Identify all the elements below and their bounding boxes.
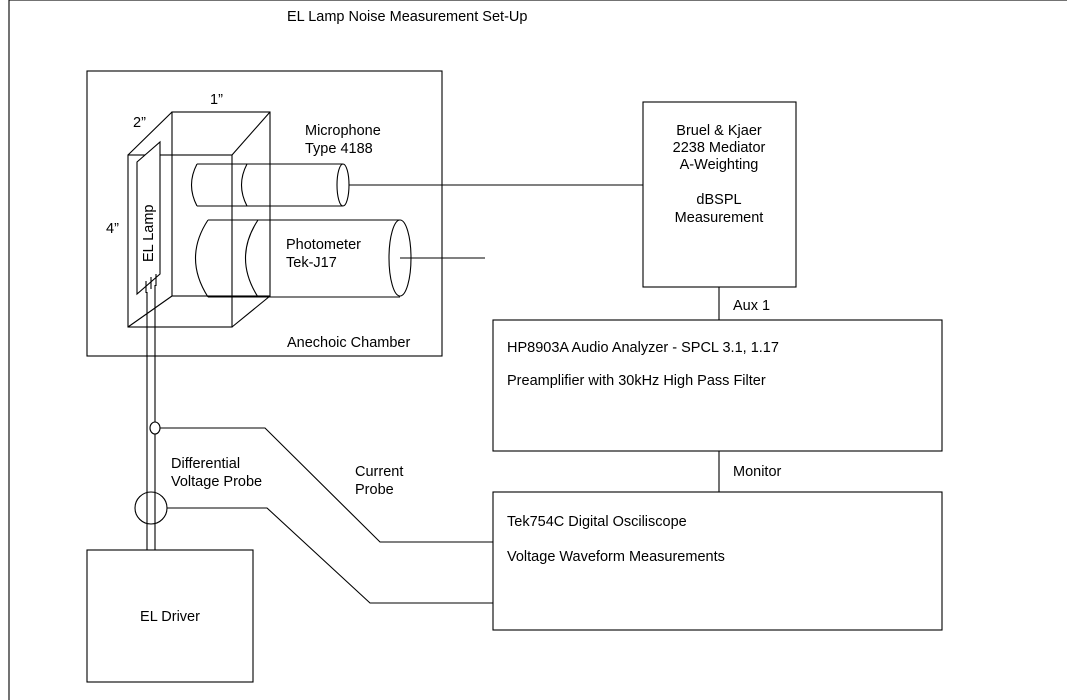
microphone-label-line1: Microphone (305, 123, 381, 139)
sound-meter-line2: 2238 Mediator (673, 140, 766, 156)
oscilloscope-rect (492, 491, 943, 631)
oscilloscope-line2: Voltage Waveform Measurements (507, 549, 725, 565)
audio-analyzer-line2: Preamplifier with 30kHz High Pass Filter (507, 373, 766, 389)
photometer-mid-arc (244, 219, 259, 298)
cube-edge (127, 295, 173, 328)
audio-analyzer-rect (492, 319, 943, 452)
lamp-label: EL Lamp (141, 205, 157, 263)
chamber-box (86, 70, 443, 357)
sound-meter-line5: Measurement (675, 210, 764, 226)
el-lamp-panel: EL Lamp (136, 140, 161, 296)
voltage-probe-label-line1: Differential (171, 456, 240, 472)
monitor-label: Monitor (733, 464, 782, 480)
diagram-title: EL Lamp Noise Measurement Set-Up (287, 9, 527, 25)
current-probe-label-line1: Current (355, 464, 403, 480)
current-probe-cable (160, 427, 493, 543)
el-driver-label: EL Driver (140, 609, 200, 625)
dimension-depth-label: 2” (133, 115, 146, 131)
lamp-enclosure-cube (127, 111, 271, 328)
oscilloscope-line1: Tek754C Digital Osciliscope (507, 514, 687, 530)
el-driver-box: EL Driver (86, 549, 254, 683)
dimension-width-label: 1” (210, 92, 223, 108)
photometer-back-arc (194, 219, 209, 298)
cube-edge (231, 295, 271, 328)
cube-edge (127, 111, 173, 156)
photometer-label-line1: Photometer (286, 237, 361, 253)
diagram-frame (8, 0, 1067, 700)
current-probe (149, 421, 493, 543)
audio-analyzer-line1: HP8903A Audio Analyzer - SPCL 3.1, 1.17 (507, 340, 779, 356)
sound-meter-line1: Bruel & Kjaer (676, 123, 762, 139)
voltage-probe (134, 491, 493, 604)
lamp-panel-shape (136, 140, 161, 296)
mic-front-ellipse (336, 163, 350, 207)
oscilloscope-box: Tek754C Digital Osciliscope Voltage Wave… (492, 491, 943, 631)
photometer-label-line2: Tek-J17 (286, 255, 337, 271)
chamber-label: Anechoic Chamber (287, 335, 410, 351)
el-driver-rect (86, 549, 254, 683)
current-probe-label-line2: Probe (355, 482, 394, 498)
voltage-probe-ring (134, 491, 168, 525)
audio-analyzer-box: HP8903A Audio Analyzer - SPCL 3.1, 1.17 … (492, 319, 943, 452)
sound-meter-line3: A-Weighting (680, 157, 759, 173)
current-probe-clamp (149, 421, 161, 435)
sound-meter-line4: dBSPL (696, 192, 741, 208)
sound-level-meter-box: Bruel & Kjaer 2238 Mediator A-Weighting … (642, 101, 797, 288)
cube-edge (231, 111, 271, 156)
mic-mid-arc (240, 163, 248, 207)
cube-front-face (127, 154, 233, 328)
dimension-height-label: 4” (106, 221, 119, 237)
cube-back-face (171, 111, 271, 297)
aux-label: Aux 1 (733, 298, 770, 314)
anechoic-chamber: Anechoic Chamber 1” 2” 4” EL Lamp (86, 70, 443, 357)
voltage-probe-label-line2: Voltage Probe (171, 474, 262, 490)
voltage-probe-cable (167, 507, 493, 604)
mic-back-arc (190, 163, 198, 207)
microphone-cylinder (190, 163, 350, 207)
photometer-cylinder (194, 219, 412, 298)
microphone-label-line2: Type 4188 (305, 141, 373, 157)
